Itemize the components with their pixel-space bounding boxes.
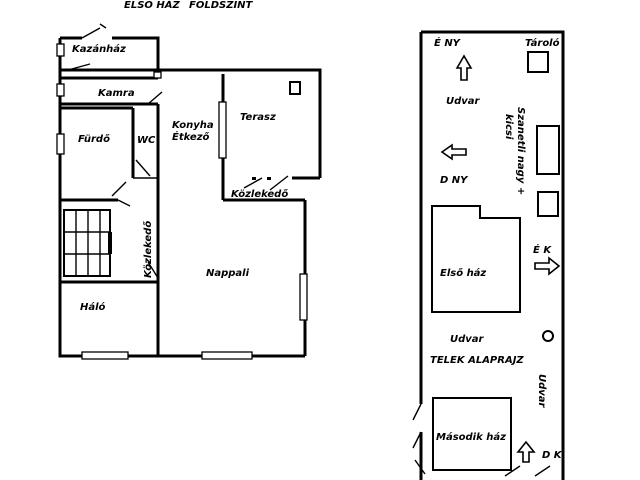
- room-living: Nappali: [206, 268, 250, 279]
- direction-dk: D K: [542, 450, 563, 461]
- label-sauna-line2: kicsi: [503, 114, 514, 140]
- room-pantry: Kamra: [98, 88, 135, 99]
- pantry-window: [56, 83, 65, 97]
- arrow-right-icon: [534, 256, 561, 276]
- room-kitchen-line1: Konyha: [172, 120, 214, 131]
- room-terrace: Terasz: [240, 112, 276, 123]
- bedroom-window: [81, 351, 129, 360]
- direction-ne: É NY: [434, 36, 462, 49]
- terrace-door-left: [243, 177, 263, 189]
- bathroom-window: [56, 133, 65, 155]
- boiler-window: [56, 43, 65, 57]
- chimney: [289, 81, 301, 95]
- living-bottom-window: [201, 351, 253, 360]
- terrace-door-right: [269, 175, 289, 191]
- small-window: [153, 71, 162, 79]
- room-corridor-top: Közlekedő: [231, 188, 288, 200]
- label-yard-middle: Udvar: [450, 334, 485, 345]
- pantry-door: [147, 91, 163, 105]
- storage-box: [527, 51, 549, 73]
- entrance-door: [81, 27, 101, 39]
- label-yard-top: Udvar: [446, 96, 481, 107]
- sauna-small: [537, 191, 559, 217]
- site-plan: É NY Tároló Udvar Szanetli nagy + kicsi …: [412, 30, 565, 480]
- second-house-footprint: [432, 397, 512, 471]
- label-second-house: Második ház: [436, 431, 506, 443]
- doors: [67, 23, 289, 279]
- room-bathroom: Fürdő: [78, 133, 110, 145]
- well-circle: [542, 330, 554, 342]
- arrow-up-small-icon: [516, 440, 536, 463]
- floor-plan: ELSŐ HÁZ FÖLDSZINT: [56, 0, 322, 360]
- room-boiler: Kazánház: [72, 43, 126, 55]
- gate-bottom-b: [534, 465, 551, 477]
- room-corridor-vertical: Közlekedő: [142, 221, 154, 278]
- gate-left-lower: [412, 431, 422, 449]
- plot-title: TELEK ALAPRAJZ: [430, 355, 524, 366]
- plot-top-right-edge: [421, 30, 565, 480]
- wc-door: [135, 159, 151, 177]
- room-wc: WC: [137, 135, 156, 146]
- direction-ek: É K: [533, 243, 552, 256]
- room-bedroom: Háló: [80, 301, 106, 313]
- label-yard-right: Udvar: [536, 374, 547, 409]
- floorplan-header-level: FÖLDSZINT: [189, 0, 254, 11]
- bathroom-door: [111, 181, 127, 197]
- kitchen-window: [218, 101, 227, 159]
- direction-nw: D NY: [440, 175, 469, 186]
- living-window: [299, 273, 308, 321]
- gate-bottom-a: [504, 465, 521, 477]
- first-house-footprint: [431, 205, 521, 313]
- interior-walls: [60, 68, 225, 356]
- windows: [56, 43, 308, 360]
- arrow-left-icon: [440, 143, 467, 161]
- gate-left-upper: [412, 403, 422, 421]
- staircase: [63, 209, 112, 277]
- label-storage: Tároló: [525, 37, 560, 49]
- sauna-large: [536, 125, 560, 175]
- bedroom-door: [147, 261, 159, 279]
- boiler-door: [67, 63, 91, 71]
- label-sauna-line1: Szanetli nagy +: [515, 107, 526, 195]
- floorplan-header-building: ELSŐ HÁZ: [124, 0, 180, 11]
- arrow-up-icon: [455, 54, 473, 81]
- room-kitchen-line2: Étkező: [172, 130, 210, 143]
- label-first-house: Első ház: [440, 267, 486, 279]
- stair-door: [117, 199, 131, 207]
